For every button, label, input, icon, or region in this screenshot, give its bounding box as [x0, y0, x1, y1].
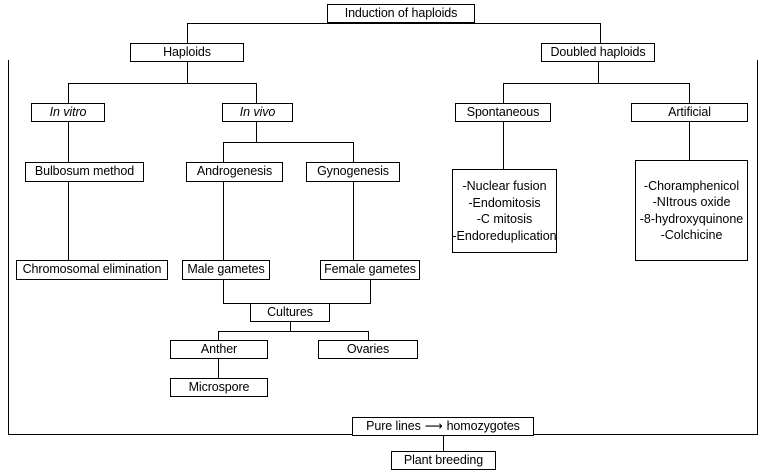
node-in-vivo[interactable]: In vivo	[222, 103, 293, 122]
spontaneous-method-3: -C mitosis	[476, 212, 533, 226]
connector-androgenesis-drop	[223, 142, 224, 162]
node-pure-lines-homozygotes[interactable]: Pure lines ⟶ homozygotes	[352, 417, 534, 436]
node-gynogenesis[interactable]: Gynogenesis	[306, 162, 400, 182]
listbox-spontaneous-methods: -Nuclear fusion -Endomitosis -C mitosis …	[452, 169, 557, 253]
connector-artificial-drop	[689, 83, 690, 103]
connector-invivo-stem	[256, 122, 257, 142]
connector-level0-bus	[187, 23, 601, 24]
connector-invitro-to-bulbosum	[68, 122, 69, 162]
node-microspore[interactable]: Microspore	[170, 378, 268, 397]
connector-anther-to-microspore	[218, 359, 219, 378]
connector-gynogenesis-drop	[353, 142, 354, 162]
node-androgenesis[interactable]: Androgenesis	[186, 162, 283, 182]
node-doubled-haploids[interactable]: Doubled haploids	[541, 43, 655, 62]
arrow-right-icon: ⟶	[424, 418, 443, 433]
node-induction-of-haploids[interactable]: Induction of haploids	[327, 4, 475, 23]
node-cultures[interactable]: Cultures	[250, 303, 330, 322]
connector-male-gametes-down	[223, 280, 224, 303]
node-anther[interactable]: Anther	[170, 340, 268, 359]
pure-lines-label: Pure lines	[366, 418, 421, 433]
node-ovaries[interactable]: Ovaries	[318, 340, 418, 359]
node-haploids[interactable]: Haploids	[130, 43, 244, 62]
node-spontaneous[interactable]: Spontaneous	[455, 103, 551, 122]
connector-invivo-bus	[223, 142, 353, 143]
connector-pure-lines-to-plant-breeding	[443, 436, 444, 451]
connector-invivo-drop	[256, 83, 257, 103]
artificial-method-3: -8-hydroxyquinone	[639, 211, 744, 226]
spontaneous-method-2: -Endomitosis	[468, 195, 541, 210]
connector-invitro-drop	[68, 83, 69, 103]
spontaneous-method-1: -Nuclear fusion	[462, 179, 547, 193]
node-in-vitro[interactable]: In vitro	[31, 103, 105, 122]
artificial-method-2: -NItrous oxide	[652, 195, 731, 209]
connector-cultures-stem	[290, 322, 291, 331]
connector-female-gametes-down	[370, 280, 371, 303]
homozygotes-label: homozygotes	[446, 418, 520, 433]
node-plant-breeding[interactable]: Plant breeding	[391, 451, 496, 470]
connector-level0-drop-right	[600, 23, 601, 44]
connector-androgenesis-to-male	[223, 182, 224, 260]
connector-spontaneous-drop	[503, 83, 504, 103]
connector-doubled-haploids-bus	[503, 83, 689, 84]
artificial-method-1: -Choramphenicol	[643, 178, 740, 193]
node-artificial[interactable]: Artificial	[631, 103, 748, 122]
spontaneous-method-4: -Endoreduplication	[452, 228, 557, 243]
connector-artificial-to-methods	[689, 122, 690, 160]
connector-haploids-bus	[68, 83, 256, 84]
connector-cultures-bus	[218, 331, 368, 332]
connector-spontaneous-to-methods	[503, 122, 504, 169]
artificial-method-4: -Colchicine	[660, 228, 723, 242]
connector-ovaries-drop	[368, 331, 369, 340]
connector-haploids-stem	[187, 62, 188, 83]
node-female-gametes[interactable]: Female gametes	[320, 260, 420, 280]
connector-level0-drop-left	[187, 23, 188, 44]
connector-doubled-haploids-stem	[598, 62, 599, 83]
connector-anther-drop	[218, 331, 219, 340]
listbox-artificial-methods: -Choramphenicol -NItrous oxide -8-hydrox…	[635, 160, 748, 261]
node-male-gametes[interactable]: Male gametes	[182, 260, 270, 280]
node-bulbosum-method[interactable]: Bulbosum method	[25, 162, 144, 182]
connector-gynogenesis-to-female	[353, 182, 354, 260]
connector-bulbosum-to-chromosomal	[68, 182, 69, 260]
node-chromosomal-elimination[interactable]: Chromosomal elimination	[16, 260, 168, 280]
